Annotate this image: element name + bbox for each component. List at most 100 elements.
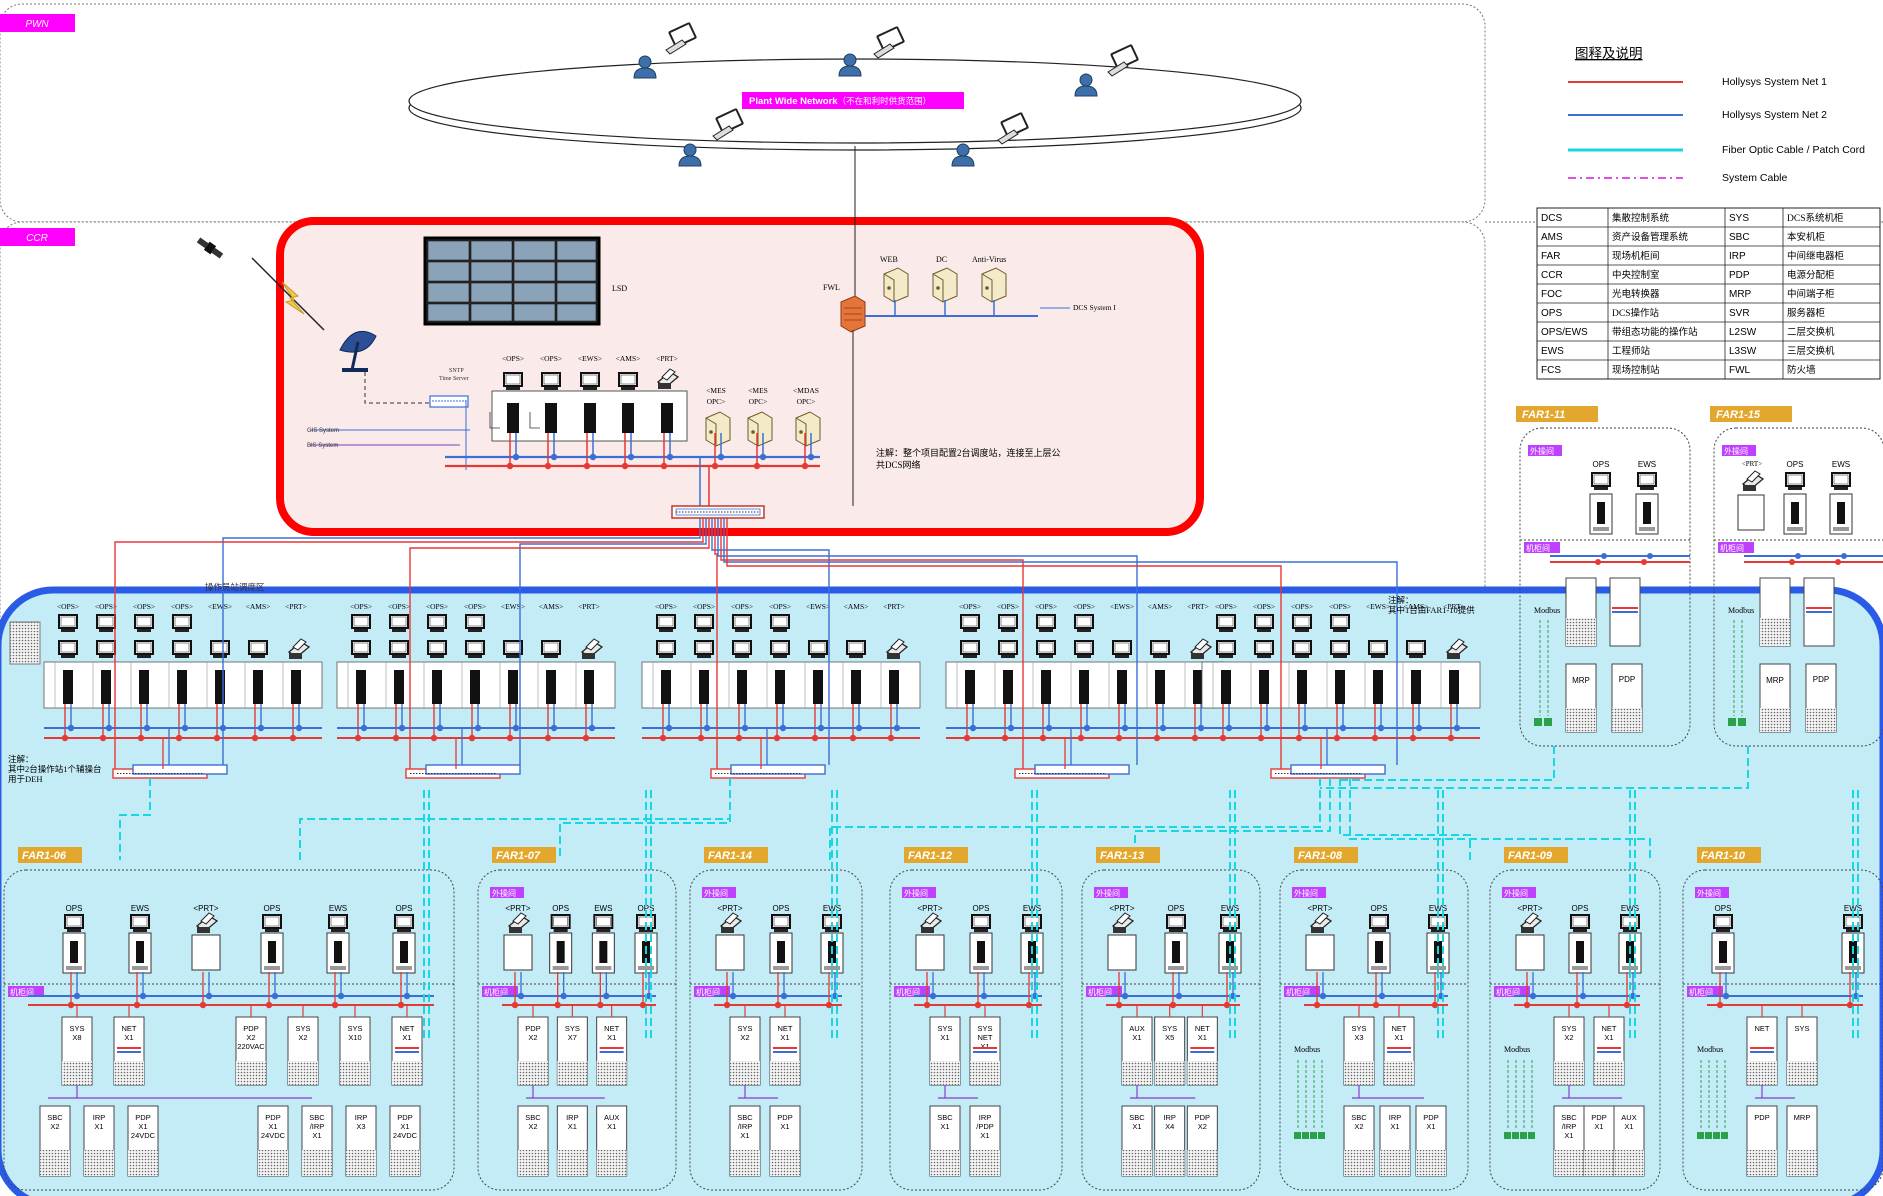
station-label: <PRT> — [717, 904, 743, 913]
cabinet-label: SYS — [1351, 1024, 1366, 1033]
monitor-icon — [594, 915, 612, 932]
fiber-converter — [1697, 1132, 1704, 1139]
far-id: FAR1-09 — [1508, 850, 1553, 862]
web-label: WEB — [880, 255, 898, 264]
cabinet-label: X2 — [740, 1033, 749, 1042]
room-label: 外操间 — [1294, 888, 1318, 898]
cabinet-label: /IRP — [738, 1122, 753, 1131]
cabinet-label: X1 — [1198, 1033, 1207, 1042]
monitor-icon — [619, 373, 637, 390]
cabinet-label: NET — [1755, 1024, 1770, 1033]
far-id: FAR1-12 — [908, 850, 952, 862]
far-id: FAR1-14 — [708, 850, 752, 862]
cabinet-label: NET — [978, 1033, 993, 1042]
group-station-label: <OPS> — [769, 602, 791, 611]
group-station-label: <OPS> — [693, 602, 715, 611]
cabinet-label: X1 — [124, 1033, 133, 1042]
cabinet-label: SYS — [69, 1024, 84, 1033]
cabinet-label: X5 — [1165, 1033, 1174, 1042]
legend-label: Hollysys System Net 1 — [1722, 76, 1827, 88]
workstation-cabinet — [1784, 494, 1806, 534]
right-note-1: 注解： — [1388, 595, 1414, 605]
cabinet-label: X2 — [1354, 1122, 1363, 1131]
lsd-label: LSD — [612, 284, 627, 293]
group-switch-b — [426, 765, 520, 774]
fiber-converter — [1318, 1132, 1325, 1139]
cabinet-label: X1 — [94, 1122, 103, 1131]
cabinet-label: X1 — [138, 1122, 147, 1131]
workstation-cabinet — [129, 933, 151, 973]
workstation-cabinet — [770, 933, 792, 973]
abbr-cell: DCS系统机柜 — [1787, 212, 1844, 224]
cabinet-label: X1 — [402, 1033, 411, 1042]
cabinet-label: SYS — [1162, 1024, 1177, 1033]
anti-virus-server-icon — [982, 268, 1006, 302]
room-label: 外操间 — [1530, 446, 1554, 456]
abbr-cell: 中间端子柜 — [1787, 288, 1835, 300]
monitor-icon — [1407, 641, 1425, 658]
abbr-cell: SBC — [1729, 232, 1750, 243]
cabinet-label: SYS — [347, 1024, 362, 1033]
workstation-tower — [63, 670, 73, 704]
station-label: OPS — [1787, 460, 1804, 469]
workstation-tower — [139, 670, 149, 704]
cabinet-label: X2 — [528, 1033, 537, 1042]
group-station-label: <OPS> — [731, 602, 753, 611]
abbr-cell: MRP — [1729, 289, 1752, 300]
room-label: 外操间 — [1724, 446, 1748, 456]
group-station-label: <AMS> — [539, 602, 564, 611]
cabinet-label: PDP — [1619, 675, 1635, 684]
monitor-icon — [1331, 641, 1349, 658]
far-id: FAR1-11 — [1522, 409, 1565, 421]
cabinet-label: PDP — [397, 1113, 412, 1122]
group-station-label: <OPS> — [655, 602, 677, 611]
abbreviation-table: DCS集散控制系统SYSDCS系统机柜AMS资产设备管理系统SBC本安机柜FAR… — [1537, 208, 1880, 379]
abbr-cell: SYS — [1729, 213, 1749, 224]
group-station-label: <OPS> — [95, 602, 117, 611]
cabinet-label: SBC — [1351, 1113, 1367, 1122]
cabinet-label: X4 — [1165, 1122, 1174, 1131]
cabinet-label: X7 — [568, 1033, 577, 1042]
abbr-cell: 本安机柜 — [1787, 231, 1826, 243]
cabinet-label: X1 — [312, 1131, 321, 1140]
workstation-tower — [1079, 670, 1089, 704]
monitor-icon — [771, 615, 789, 632]
cabinet-label: PDP — [525, 1024, 540, 1033]
cabinet-label: /IRP — [1562, 1122, 1577, 1131]
monitor-icon — [1786, 473, 1804, 490]
monitor-icon — [1592, 473, 1610, 490]
io-room-label: 机柜间 — [1720, 543, 1744, 553]
monitor-icon — [97, 641, 115, 658]
abbr-cell: 工程师站 — [1612, 345, 1651, 357]
abbr-cell: 三层交换机 — [1787, 345, 1835, 357]
cabinet-label: X1 — [1624, 1122, 1633, 1131]
group-station-label: <OPS> — [133, 602, 155, 611]
group-station-label: <OPS> — [1253, 602, 1275, 611]
firewall-icon — [841, 296, 865, 332]
cabinet-label: MRP — [1794, 1113, 1811, 1122]
ccr-station-label: <OPS> — [502, 354, 524, 363]
workstation-cabinet — [327, 933, 349, 973]
cabinet-label: X3 — [1354, 1033, 1363, 1042]
monitor-icon — [772, 915, 790, 932]
monitor-icon — [428, 615, 446, 632]
printer-table — [1306, 935, 1334, 970]
station-label: OPS — [264, 904, 281, 913]
abbr-cell: FAR — [1541, 251, 1560, 262]
station-label: <PRT> — [1109, 904, 1135, 913]
monitor-icon — [1075, 641, 1093, 658]
workstation-tower — [1259, 670, 1269, 704]
ccr-workstation-tower — [622, 403, 634, 433]
modbus-label: Modbus — [1697, 1045, 1723, 1054]
abbr-cell: EWS — [1541, 346, 1564, 357]
cabinet-label: X3 — [356, 1122, 365, 1131]
abbr-cell: FWL — [1729, 365, 1751, 376]
cabinet-label: MRP — [1572, 676, 1590, 685]
ops-zone-caption: 操作员站调度区 — [205, 582, 265, 592]
workstation-tower — [965, 670, 975, 704]
monitor-icon — [1369, 641, 1387, 658]
right-note-2: 其中1台由FAR1-10提供 — [1388, 605, 1475, 615]
abbr-cell: 现场机柜间 — [1612, 250, 1660, 262]
group-station-label: <OPS> — [426, 602, 448, 611]
monitor-icon — [1714, 915, 1732, 932]
